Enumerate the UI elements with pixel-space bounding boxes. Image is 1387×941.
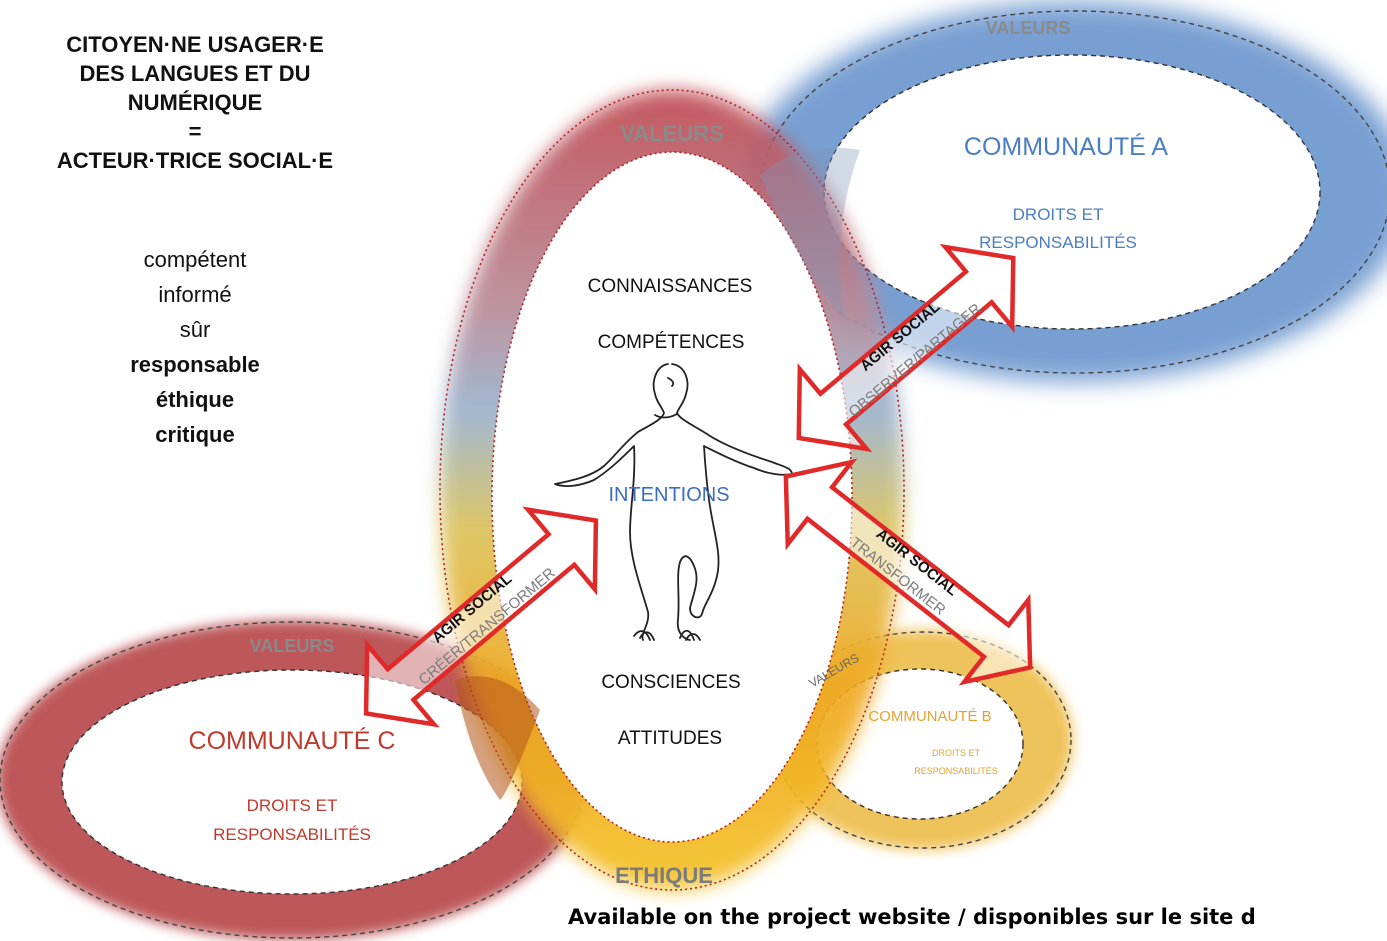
community-c-rights-line2: RESPONSABILITÉS <box>213 825 371 844</box>
human-figure-icon <box>554 363 793 641</box>
citizen-title-line4: ACTEUR·TRICE SOCIAL·E <box>56 148 334 173</box>
arrow-community-b <box>783 458 1033 686</box>
community-a-ring <box>740 2 1387 382</box>
center-valeurs-label: VALEURS <box>620 121 724 146</box>
center-ethique-label: ETHIQUE <box>615 863 713 888</box>
consciences-label: CONSCIENCES <box>601 672 740 693</box>
community-c-ring <box>0 620 587 940</box>
community-c-rights-line1: DROITS ET <box>247 796 338 815</box>
citizen-qualities-list: compétent informé sûr responsable éthiqu… <box>0 242 390 452</box>
quality-item-bold: éthique <box>155 387 235 412</box>
quality-item-bold: critique <box>155 422 235 447</box>
intentions-label: INTENTIONS <box>608 484 729 506</box>
community-b-rights-line1: DROITS ET <box>932 748 981 758</box>
community-a-rights-line1: DROITS ET <box>1013 205 1104 224</box>
arrow-community-a <box>796 243 1016 453</box>
quality-item: compétent <box>143 247 247 272</box>
individual-ring <box>439 89 905 891</box>
quality-item: informé <box>158 282 232 307</box>
community-c-title: COMMUNAUTÉ C <box>189 726 396 755</box>
citizen-equals-sign: = <box>188 119 202 144</box>
competences-label: COMPÉTENCES <box>598 332 745 353</box>
community-c-valeurs-label: VALEURS <box>250 636 335 656</box>
quality-item-bold: responsable <box>130 352 260 377</box>
citizen-definition-title: CITOYEN·NE USAGER·E DES LANGUES ET DU NU… <box>0 30 390 175</box>
attitudes-label: ATTITUDES <box>618 728 722 749</box>
community-b-rights-line2: RESPONSABILITÉS <box>914 766 998 776</box>
citizen-title-line3: NUMÉRIQUE <box>127 90 263 115</box>
quality-item: sûr <box>179 317 211 342</box>
community-a-rights-line2: RESPONSABILITÉS <box>979 233 1137 252</box>
citizen-title-line2: DES LANGUES ET DU <box>79 61 311 86</box>
community-a-valeurs-label: VALEURS <box>986 18 1071 38</box>
community-a-title: COMMUNAUTÉ A <box>964 132 1169 161</box>
arrow-community-c <box>363 506 599 728</box>
footer-note: Available on the project website / dispo… <box>568 905 1256 929</box>
connaissances-label: CONNAISSANCES <box>588 276 753 297</box>
overlap-tints <box>455 147 860 800</box>
citizen-title-line1: CITOYEN·NE USAGER·E <box>66 32 324 57</box>
community-b-title: COMMUNAUTÉ B <box>868 708 991 725</box>
